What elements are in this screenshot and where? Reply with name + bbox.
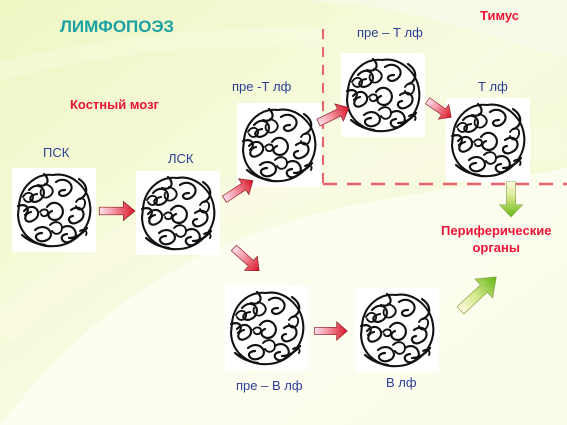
b-lymphocyte-cell [353,286,441,374]
t-lymphocyte-cell [444,96,532,184]
pre-t-cell-2 [339,51,427,139]
pre-t-cell-1 [235,101,323,189]
pre-b-cell [223,284,311,372]
thymus-label: Тимус [480,8,520,23]
psk-label: ПСК [43,145,70,160]
arrow-t-lf-to-periphery [498,181,524,218]
diagram-title: ЛИМФОПОЭЗ [60,17,175,36]
peripheral-organs-label: Периферические органы [441,222,551,256]
pre-b-label: пре – В лф [236,378,303,393]
bone-marrow-label: Костный мозг [70,97,159,112]
arrow-lsk-to-pre-b [227,240,266,279]
peripheral-organs-line-2: органы [472,240,520,255]
arrow-psk-to-lsk [98,201,136,221]
peripheral-organs-line-1: Периферические [441,223,552,238]
arrow-b-lf-to-periphery [451,267,506,321]
b-lymphocyte-label: В лф [386,375,417,390]
psk-cell [10,166,98,254]
t-lymphocyte-label: Т лф [478,79,508,94]
arrow-pre-b-to-b-lf [314,321,348,341]
pre-t-label-1: пре -Т лф [232,79,292,94]
pre-t-label-2: пре – Т лф [357,25,423,40]
lsk-cell [134,169,222,257]
lsk-label: ЛСК [168,151,194,166]
